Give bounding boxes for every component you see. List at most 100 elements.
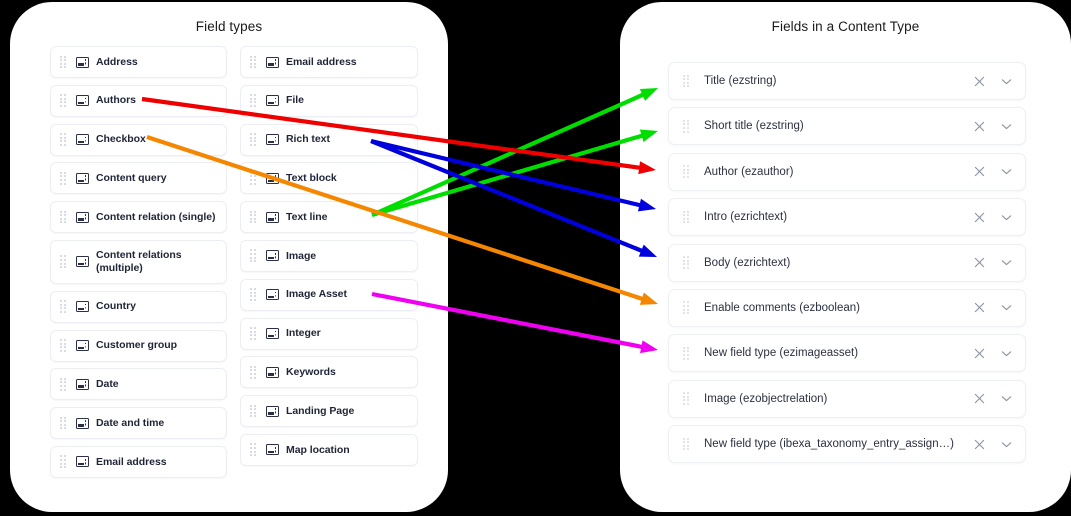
row-actions bbox=[972, 63, 1014, 99]
content-type-field-row[interactable]: Intro (ezrichtext) bbox=[668, 198, 1026, 237]
drag-handle-icon[interactable] bbox=[683, 437, 690, 451]
drag-handle-icon[interactable] bbox=[60, 339, 67, 352]
field-type-item[interactable]: Content relations (multiple) bbox=[50, 239, 227, 284]
field-type-item[interactable]: Image bbox=[240, 239, 418, 272]
drag-handle-icon[interactable] bbox=[683, 301, 690, 315]
content-type-field-row[interactable]: Body (ezrichtext) bbox=[668, 243, 1026, 282]
field-type-label: Date bbox=[96, 377, 119, 390]
drag-handle-icon[interactable] bbox=[683, 256, 690, 269]
drag-handle-icon[interactable] bbox=[250, 288, 257, 302]
close-icon[interactable] bbox=[972, 300, 987, 315]
drag-handle-icon[interactable] bbox=[683, 210, 690, 224]
drag-handle-icon[interactable] bbox=[250, 171, 257, 185]
drag-handle-icon[interactable] bbox=[250, 249, 257, 263]
chevron-down-icon[interactable] bbox=[999, 164, 1014, 179]
field-type-label: Image bbox=[286, 249, 317, 262]
field-type-icon bbox=[76, 256, 89, 268]
field-type-item[interactable]: Date bbox=[50, 368, 227, 401]
field-type-label: Image Asset bbox=[286, 288, 347, 301]
field-type-item[interactable]: Text line bbox=[240, 201, 418, 234]
content-type-field-row[interactable]: New field type (ibexa_taxonomy_entry_ass… bbox=[668, 425, 1026, 464]
drag-handle-icon[interactable] bbox=[250, 443, 257, 457]
field-type-item[interactable]: Email address bbox=[240, 46, 418, 78]
drag-handle-icon[interactable] bbox=[250, 365, 257, 379]
field-type-item[interactable]: Email address bbox=[50, 445, 227, 478]
drag-handle-icon[interactable] bbox=[683, 165, 690, 179]
field-type-item[interactable]: Address bbox=[50, 46, 227, 78]
content-type-field-label: Body (ezrichtext) bbox=[704, 256, 791, 269]
field-type-item[interactable]: Date and time bbox=[50, 407, 227, 440]
field-type-item[interactable]: Checkbox bbox=[50, 123, 227, 156]
close-icon[interactable] bbox=[972, 255, 987, 270]
field-types-title: Field types bbox=[195, 19, 263, 34]
drag-handle-icon[interactable] bbox=[250, 133, 257, 146]
row-actions bbox=[972, 154, 1014, 190]
field-type-item[interactable]: Customer group bbox=[50, 329, 227, 362]
close-icon[interactable] bbox=[972, 74, 987, 89]
chevron-down-icon[interactable] bbox=[999, 346, 1014, 361]
field-type-item[interactable]: Authors bbox=[50, 84, 227, 117]
drag-handle-icon[interactable] bbox=[60, 94, 67, 108]
drag-handle-icon[interactable] bbox=[250, 327, 257, 340]
content-type-field-label: Author (ezauthor) bbox=[704, 165, 794, 178]
chevron-down-icon[interactable] bbox=[999, 300, 1014, 315]
field-type-icon bbox=[266, 250, 279, 262]
drag-handle-icon[interactable] bbox=[60, 171, 67, 185]
close-icon[interactable] bbox=[972, 164, 987, 179]
content-type-field-row[interactable]: Author (ezauthor) bbox=[668, 152, 1026, 191]
chevron-down-icon[interactable] bbox=[999, 437, 1014, 452]
drag-handle-icon[interactable] bbox=[250, 55, 257, 69]
field-type-item[interactable]: Rich text bbox=[240, 123, 418, 156]
field-type-item[interactable]: File bbox=[240, 84, 418, 117]
content-type-field-row[interactable]: Short title (ezstring) bbox=[668, 107, 1026, 146]
drag-handle-icon[interactable] bbox=[683, 74, 690, 88]
field-type-icon bbox=[76, 134, 89, 146]
chevron-down-icon[interactable] bbox=[999, 119, 1014, 134]
chevron-down-icon[interactable] bbox=[999, 74, 1014, 89]
chevron-down-icon[interactable] bbox=[999, 391, 1014, 406]
drag-handle-icon[interactable] bbox=[683, 346, 690, 360]
drag-handle-icon[interactable] bbox=[60, 455, 67, 469]
field-type-item[interactable]: Text block bbox=[240, 162, 418, 195]
row-actions bbox=[972, 199, 1014, 235]
content-type-field-row[interactable]: New field type (ezimageasset) bbox=[668, 334, 1026, 373]
field-type-item[interactable]: Landing Page bbox=[240, 395, 418, 428]
field-type-icon bbox=[266, 366, 279, 378]
field-type-item[interactable]: Country bbox=[50, 290, 227, 323]
drag-handle-icon[interactable] bbox=[60, 55, 67, 69]
drag-handle-icon[interactable] bbox=[250, 94, 257, 108]
drag-handle-icon[interactable] bbox=[683, 119, 690, 133]
content-type-field-row[interactable]: Title (ezstring) bbox=[668, 62, 1026, 100]
close-icon[interactable] bbox=[972, 437, 987, 452]
drag-handle-icon[interactable] bbox=[60, 133, 67, 146]
chevron-down-icon[interactable] bbox=[999, 255, 1014, 270]
field-type-label: File bbox=[286, 94, 304, 107]
field-type-item[interactable]: Content query bbox=[50, 162, 227, 195]
row-actions bbox=[972, 290, 1014, 326]
drag-handle-icon[interactable] bbox=[60, 210, 67, 224]
drag-handle-icon[interactable] bbox=[250, 404, 257, 418]
close-icon[interactable] bbox=[972, 346, 987, 361]
drag-handle-icon[interactable] bbox=[60, 255, 67, 269]
close-icon[interactable] bbox=[972, 391, 987, 406]
field-type-label: Map location bbox=[286, 443, 350, 456]
content-type-field-row[interactable]: Image (ezobjectrelation) bbox=[668, 379, 1026, 418]
field-type-label: Text line bbox=[286, 210, 328, 223]
close-icon[interactable] bbox=[972, 119, 987, 134]
drag-handle-icon[interactable] bbox=[250, 210, 257, 224]
drag-handle-icon[interactable] bbox=[60, 416, 67, 430]
field-type-item[interactable]: Map location bbox=[240, 433, 418, 466]
drag-handle-icon[interactable] bbox=[60, 377, 67, 391]
drag-handle-icon[interactable] bbox=[60, 300, 67, 314]
field-type-item[interactable]: Image Asset bbox=[240, 278, 418, 311]
field-type-item[interactable]: Keywords bbox=[240, 356, 418, 389]
field-type-item[interactable]: Integer bbox=[240, 317, 418, 350]
drag-handle-icon[interactable] bbox=[683, 392, 690, 406]
content-type-field-row[interactable]: Enable comments (ezboolean) bbox=[668, 288, 1026, 327]
chevron-down-icon[interactable] bbox=[999, 210, 1014, 225]
field-type-icon bbox=[76, 95, 89, 107]
field-type-item[interactable]: Content relation (single) bbox=[50, 201, 227, 234]
close-icon[interactable] bbox=[972, 210, 987, 225]
